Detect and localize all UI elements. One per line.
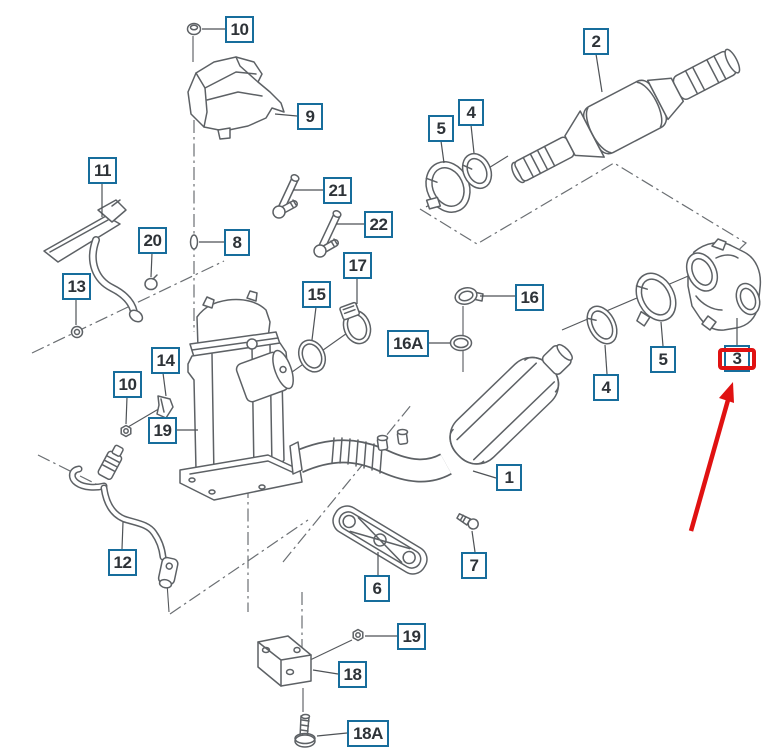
part-nut-13 bbox=[70, 325, 84, 339]
part-catalytic-converter-assembly bbox=[179, 290, 303, 501]
part-connector-housing-3 bbox=[685, 238, 762, 331]
callout-1[interactable]: 1 bbox=[496, 464, 522, 491]
red-arrow-annotation bbox=[688, 382, 734, 532]
part-clip-20 bbox=[144, 274, 158, 291]
part-nut-10-top bbox=[186, 22, 202, 36]
callout-13[interactable]: 13 bbox=[62, 273, 91, 300]
part-clamp-5-right bbox=[635, 272, 677, 327]
callout-20[interactable]: 20 bbox=[138, 227, 167, 254]
part-gasket-15 bbox=[297, 339, 327, 373]
callout-7[interactable]: 7 bbox=[461, 552, 487, 579]
callout-4-right[interactable]: 4 bbox=[593, 374, 619, 401]
callout-2[interactable]: 2 bbox=[583, 28, 609, 55]
part-clamp-16 bbox=[454, 287, 484, 305]
part-nut-10-mid bbox=[120, 424, 132, 438]
callout-19-mid[interactable]: 19 bbox=[148, 417, 177, 444]
callout-8[interactable]: 8 bbox=[224, 229, 250, 256]
callout-16[interactable]: 16 bbox=[515, 284, 544, 311]
callout-5-right[interactable]: 5 bbox=[650, 346, 676, 373]
part-gasket-4-right bbox=[586, 305, 618, 345]
part-bracket-11 bbox=[43, 199, 144, 323]
part-clamp-17 bbox=[339, 301, 372, 345]
part-support-flange-6 bbox=[332, 505, 428, 575]
part-gasket-4-top bbox=[461, 152, 493, 190]
part-oxygen-sensor-12 bbox=[68, 444, 179, 589]
part-front-exhaust-pipe bbox=[289, 343, 573, 483]
part-hanger-21 bbox=[272, 174, 300, 219]
part-grommet-8 bbox=[189, 234, 199, 250]
callout-6[interactable]: 6 bbox=[364, 575, 390, 602]
callout-21[interactable]: 21 bbox=[323, 177, 352, 204]
callout-14[interactable]: 14 bbox=[151, 347, 180, 374]
callout-12[interactable]: 12 bbox=[108, 549, 137, 576]
part-heat-shield bbox=[187, 56, 285, 140]
callout-9[interactable]: 9 bbox=[297, 103, 323, 130]
callout-11[interactable]: 11 bbox=[88, 157, 117, 184]
callout-19-bottom[interactable]: 19 bbox=[397, 623, 426, 650]
callout-22[interactable]: 22 bbox=[364, 211, 393, 238]
callout-10-mid[interactable]: 10 bbox=[113, 371, 142, 398]
part-rear-exhaust-pipe bbox=[511, 48, 741, 184]
callout-18[interactable]: 18 bbox=[338, 661, 367, 688]
part-clamp-5-top bbox=[425, 161, 471, 213]
callout-17[interactable]: 17 bbox=[343, 252, 372, 279]
callout-leader-lines bbox=[75, 28, 738, 737]
callout-4-top[interactable]: 4 bbox=[458, 99, 484, 126]
callout-15[interactable]: 15 bbox=[302, 281, 331, 308]
part-mount-bracket-18 bbox=[257, 635, 312, 687]
part-hanger-22 bbox=[313, 210, 342, 258]
callout-10-top[interactable]: 10 bbox=[225, 16, 254, 43]
part-bracket-14 bbox=[156, 395, 174, 419]
part-bolt-18a bbox=[294, 713, 316, 748]
part-nut-19-bottom bbox=[352, 628, 364, 642]
callout-5-top[interactable]: 5 bbox=[428, 115, 454, 142]
part-bolt-7 bbox=[456, 513, 479, 530]
callout-18a[interactable]: 18A bbox=[347, 720, 389, 747]
callout-16a[interactable]: 16A bbox=[387, 330, 429, 357]
part-ring-16a bbox=[449, 334, 473, 352]
highlight-ring bbox=[718, 348, 756, 370]
